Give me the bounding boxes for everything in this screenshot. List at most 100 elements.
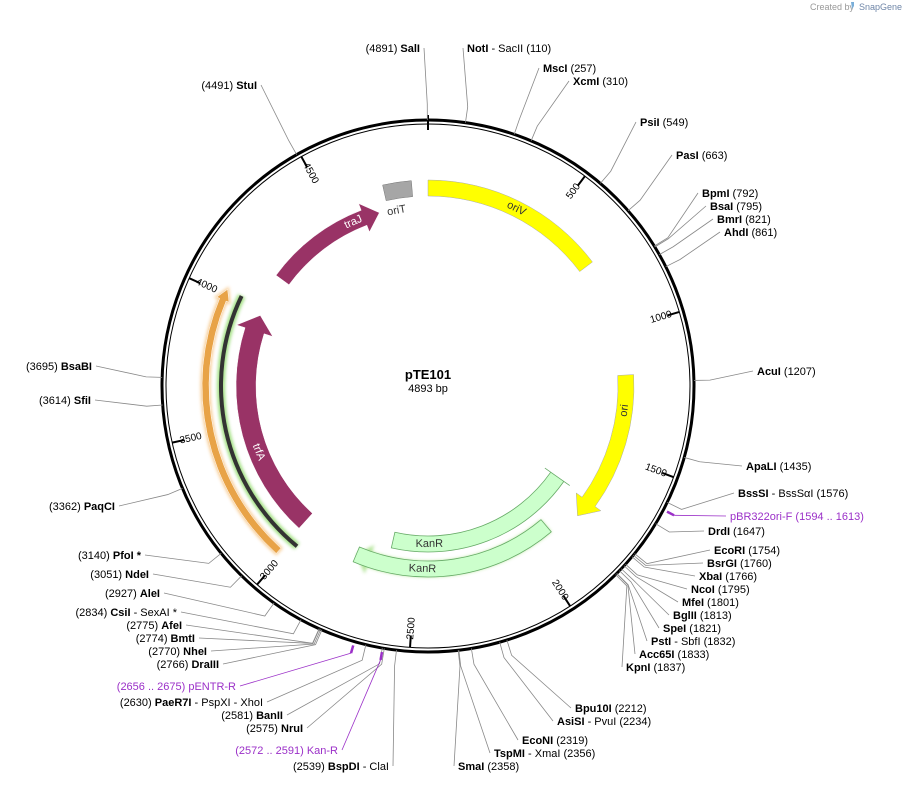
site-enzyme-name: MscI	[543, 63, 567, 75]
site-leader	[655, 523, 705, 533]
tick-mark	[256, 574, 266, 586]
site-label[interactable]: BmrI (821)	[717, 214, 771, 226]
site-label[interactable]: NotI - SacII (110)	[467, 43, 551, 55]
site-label[interactable]: BsrGI (1760)	[707, 558, 772, 570]
site-leader	[619, 570, 660, 629]
site-suffix: (1801)	[704, 597, 739, 609]
site-leader	[260, 84, 298, 155]
site-suffix: (257)	[567, 63, 596, 75]
site-label[interactable]: (2775) AfeI	[126, 620, 182, 632]
site-label[interactable]: (2927) AleI	[105, 588, 160, 600]
site-enzyme-name: XbaI	[699, 571, 722, 583]
site-suffix: - ClaI	[360, 761, 389, 773]
site-position-prefix: (2766)	[157, 659, 192, 671]
site-label[interactable]: DrdI (1647)	[708, 526, 765, 538]
site-enzyme-name: BsrGI	[707, 558, 737, 570]
site-label[interactable]: (2581) BanII	[221, 710, 283, 722]
site-enzyme-name: BmrI	[717, 214, 742, 226]
site-label[interactable]: (2630) PaeR7I - PspXI - XhoI	[120, 697, 263, 709]
primer-leader	[341, 659, 381, 751]
site-leader	[95, 365, 163, 378]
site-suffix: - XmaI (2356)	[525, 748, 595, 760]
site-label[interactable]: XcmI (310)	[573, 76, 628, 88]
site-label[interactable]: BpmI (792)	[702, 188, 758, 200]
site-label[interactable]: PasI (663)	[676, 150, 727, 162]
site-position-prefix: (2770)	[148, 646, 183, 658]
site-enzyme-name: Bpu10I	[575, 703, 612, 715]
site-label[interactable]: AsiSI - PvuI (2234)	[557, 716, 651, 728]
site-label[interactable]: BsaI (795)	[710, 201, 762, 213]
site-enzyme-name: PfoI *	[113, 550, 142, 562]
site-label[interactable]: XbaI (1766)	[699, 571, 757, 583]
site-label[interactable]: MscI (257)	[543, 63, 596, 75]
site-enzyme-name: NheI	[183, 646, 207, 658]
feature-trfa	[235, 315, 313, 529]
site-label[interactable]: EcoRI (1754)	[714, 545, 780, 557]
site-label[interactable]: (2539) BspDI - ClaI	[293, 761, 389, 773]
site-leader	[530, 80, 570, 141]
site-label[interactable]: SpeI (1821)	[663, 623, 721, 635]
site-suffix: (1821)	[686, 623, 721, 635]
site-label[interactable]: TspMI - XmaI (2356)	[494, 748, 595, 760]
site-label[interactable]: KpnI (1837)	[626, 662, 685, 674]
site-position-prefix: (4891)	[366, 43, 401, 55]
site-position-prefix: (2834)	[75, 607, 110, 619]
site-label[interactable]: MfeI (1801)	[682, 597, 739, 609]
site-suffix: (821)	[742, 214, 771, 226]
primer-mark	[349, 645, 355, 654]
site-leader	[499, 642, 554, 722]
site-leader	[600, 121, 637, 184]
site-label[interactable]: (3140) PfoI *	[78, 550, 142, 562]
site-label[interactable]: NcoI (1795)	[691, 584, 750, 596]
site-label[interactable]: AhdI (861)	[724, 227, 777, 239]
site-label[interactable]: BglII (1813)	[673, 610, 732, 622]
site-enzyme-name: Acc65I	[639, 649, 674, 661]
tick-label: 2500	[405, 617, 418, 640]
site-label[interactable]: PstI - SbfI (1832)	[651, 636, 735, 648]
site-enzyme-name: PsiI	[640, 117, 660, 129]
site-enzyme-name: NdeI	[125, 569, 149, 581]
site-leader	[627, 154, 673, 212]
site-leader	[621, 568, 670, 616]
site-label[interactable]: (2766) DraIII	[157, 659, 219, 671]
site-enzyme-name: BanII	[256, 710, 283, 722]
site-leader	[458, 650, 491, 754]
site-suffix: (1754)	[745, 545, 780, 557]
tick-mark	[576, 175, 586, 187]
site-label[interactable]: (4891) SalI	[366, 43, 420, 55]
primer-label[interactable]: (2572 .. 2591) Kan-R	[235, 745, 338, 757]
tick-mark	[409, 635, 412, 648]
site-enzyme-name: SmaI	[458, 761, 484, 773]
site-enzyme-name: SfiI	[74, 395, 91, 407]
site-label[interactable]: EcoNI (2319)	[522, 735, 588, 747]
site-label[interactable]: Acc65I (1833)	[639, 649, 709, 661]
site-label[interactable]: ApaLI (1435)	[746, 461, 811, 473]
site-label[interactable]: BssSI - BssSαI (1576)	[738, 488, 848, 500]
site-label[interactable]: (3695) BsaBI	[26, 361, 92, 373]
site-enzyme-name: TspMI	[494, 748, 525, 760]
site-label[interactable]: PsiI (549)	[640, 117, 688, 129]
site-label[interactable]: (2770) NheI	[148, 646, 207, 658]
primer-mark	[379, 651, 384, 661]
site-label[interactable]: Bpu10I (2212)	[575, 703, 647, 715]
site-label[interactable]: AcuI (1207)	[757, 366, 816, 378]
feature-kanr-2	[352, 519, 552, 578]
site-suffix: (310)	[599, 76, 628, 88]
site-leader	[462, 47, 469, 123]
site-position-prefix: (2774)	[136, 633, 171, 645]
site-label[interactable]: (3051) NdeI	[90, 569, 149, 581]
primer-label[interactable]: pBR322ori-F (1594 .. 1613)	[730, 511, 864, 523]
site-enzyme-name: PstI	[651, 636, 671, 648]
site-label[interactable]: (2834) CsiI - SexAI *	[75, 607, 177, 619]
site-label[interactable]: (4491) StuI	[201, 80, 257, 92]
site-label[interactable]: SmaI (2358)	[458, 761, 519, 773]
feature-kanr-1-label: KanR	[416, 538, 444, 550]
site-label[interactable]: (2774) BmtI	[136, 633, 195, 645]
primer-label[interactable]: (2656 .. 2675) pENTR-R	[117, 681, 236, 693]
site-label[interactable]: (3614) SfiI	[39, 395, 91, 407]
site-label[interactable]: (3362) PaqCI	[49, 501, 115, 513]
site-position-prefix: (2630)	[120, 697, 155, 709]
site-enzyme-name: PaeR7I	[155, 697, 192, 709]
site-label[interactable]: (2575) NruI	[246, 723, 303, 735]
